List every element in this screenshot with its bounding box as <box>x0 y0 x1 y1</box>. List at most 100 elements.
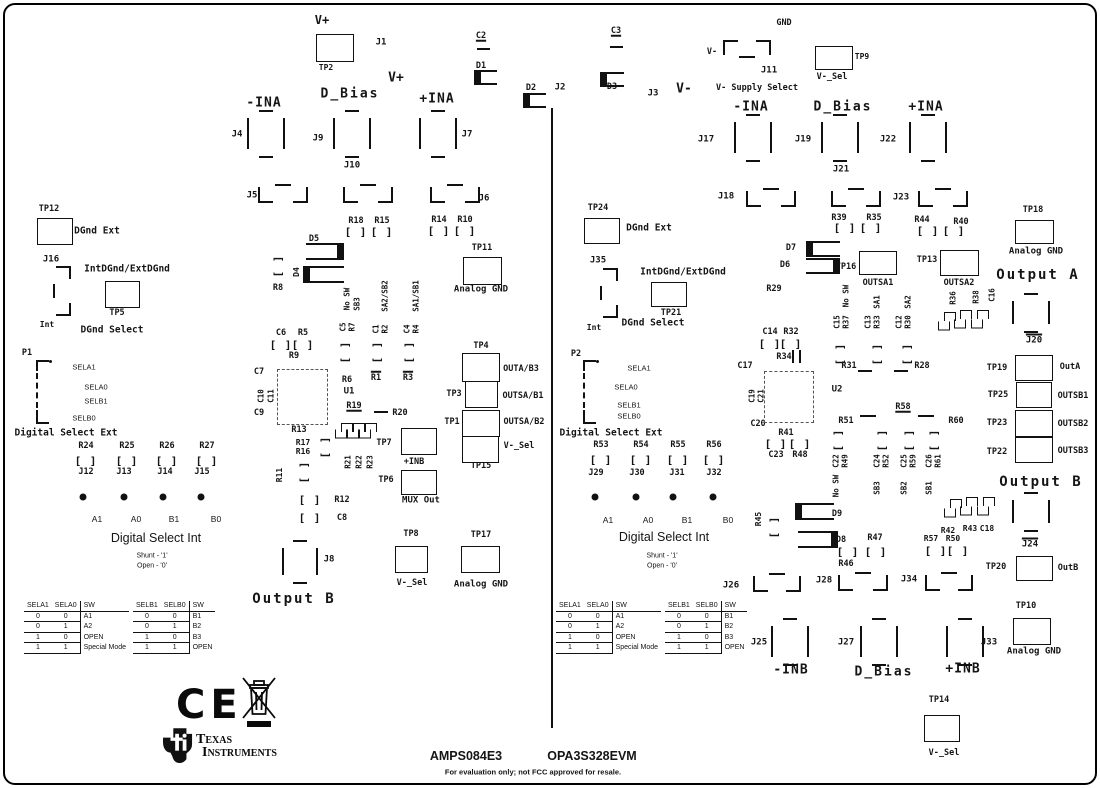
diode-d8 <box>798 531 838 548</box>
label-j29: J29 <box>588 467 604 478</box>
testpoint-tp15 <box>462 436 499 463</box>
shape-part <box>337 243 344 260</box>
label-dgnd-ext: DGnd Ext <box>626 222 672 234</box>
component-pads: [ ] <box>453 224 477 238</box>
label-output-a: Output A <box>996 267 1080 283</box>
silkscreen-line <box>860 415 876 417</box>
shape-part: SELA1 <box>556 601 584 612</box>
label-sela0: SELA0 <box>84 382 108 392</box>
shape-part <box>419 118 421 149</box>
label-d2: D2 <box>525 82 537 93</box>
shape-part <box>465 187 480 203</box>
silkscreen-line <box>477 48 490 50</box>
component-pads: [ ] <box>297 460 311 484</box>
shape-part <box>734 122 736 153</box>
shape-part: 0 <box>24 621 52 633</box>
shape-part <box>860 626 862 657</box>
label-r30: R30 <box>903 315 913 329</box>
shape-part: 1 <box>24 642 52 654</box>
testpoint-tp18 <box>1015 220 1054 244</box>
shape-part <box>838 575 853 591</box>
testpoint-tp3 <box>465 381 498 408</box>
label-outa-b3: OUTA/B3 <box>503 363 539 374</box>
label-open---0: Open - '0' <box>647 562 677 570</box>
shape-part: 1 <box>583 621 613 633</box>
shape-part: 1 <box>692 642 722 654</box>
shape-part <box>872 664 886 666</box>
shunt-pad <box>977 310 989 319</box>
shunt-pad <box>938 321 950 331</box>
connector-p2 <box>583 360 599 424</box>
shunt-pad <box>944 312 956 321</box>
label-c22: C22 <box>831 454 841 468</box>
shape-part: OPEN <box>611 632 662 643</box>
label-shunt---1: Shunt - '1' <box>646 552 678 560</box>
label-tp22: TP22 <box>986 446 1008 457</box>
component-pads: [ ] <box>370 225 394 239</box>
shape-part: 0 <box>692 611 722 622</box>
label-no-sw: No SW <box>841 284 851 308</box>
label-r15: R15 <box>374 215 390 226</box>
label-outsa-b2: OUTSA/B2 <box>503 416 545 427</box>
shape-part <box>360 184 376 186</box>
label-j14: J14 <box>157 466 173 477</box>
component-pads: [ ] <box>836 545 860 559</box>
shape-part: A1 <box>611 611 662 622</box>
label-c19: C19 <box>747 389 757 403</box>
label-j24: J24 <box>1021 539 1039 550</box>
label-r28: R28 <box>914 360 930 371</box>
label-tp5: TP5 <box>109 307 125 318</box>
shape-part: A2 <box>611 621 662 632</box>
shape-part <box>821 122 823 153</box>
label-+ina: +INA <box>419 91 455 107</box>
shape-part <box>345 156 359 158</box>
component-pads: [ ] <box>427 224 451 238</box>
silkscreen-line <box>799 350 801 363</box>
label-r8: R8 <box>272 282 284 293</box>
label-j23: J23 <box>892 192 910 203</box>
weee-recycle-bin-icon <box>242 677 276 727</box>
label-r44: R44 <box>914 214 930 225</box>
component-pads: [ ] <box>74 454 98 468</box>
shape-part <box>786 576 801 592</box>
label-j25: J25 <box>750 637 768 648</box>
label-v: V- <box>706 46 718 57</box>
label-int: Int <box>39 320 55 329</box>
shape-part: 1 <box>160 621 190 633</box>
shape-part: 1 <box>133 632 161 643</box>
shape-part <box>258 187 273 203</box>
label-no-sw: No SW <box>831 474 841 498</box>
label-r29: R29 <box>766 283 782 294</box>
label-c4: C4 <box>402 324 412 334</box>
label-r49: R49 <box>840 454 850 468</box>
shape-part <box>781 191 796 207</box>
label-c6: C6 <box>275 327 287 338</box>
label-r55: R55 <box>670 439 686 450</box>
shape-part <box>56 303 71 316</box>
label-r50: R50 <box>945 534 961 543</box>
label-r2: R2 <box>380 324 390 334</box>
shape-part <box>1024 530 1038 532</box>
via-dot <box>591 493 599 501</box>
label-b1: B1 <box>168 513 180 524</box>
shape-part: B3 <box>720 632 748 643</box>
board-outline <box>3 3 1097 785</box>
label-tp4: TP4 <box>473 340 489 351</box>
shape-part: SW <box>720 601 748 612</box>
component-pads: [ ] <box>924 544 948 558</box>
label-j28: J28 <box>815 575 833 586</box>
label-tp15: TP15 <box>470 460 492 471</box>
label-tp10: TP10 <box>1015 600 1037 611</box>
shape-part: 1 <box>133 642 161 654</box>
testpoint-tp12 <box>37 218 73 245</box>
shunt-pad <box>971 319 983 329</box>
component-pads: [ ] <box>900 342 914 366</box>
diode-d9 <box>795 503 834 520</box>
label-d-bias: D_Bias <box>320 86 380 102</box>
label-r40: R40 <box>953 216 969 227</box>
label-dgnd-select: DGnd Select <box>80 324 144 336</box>
